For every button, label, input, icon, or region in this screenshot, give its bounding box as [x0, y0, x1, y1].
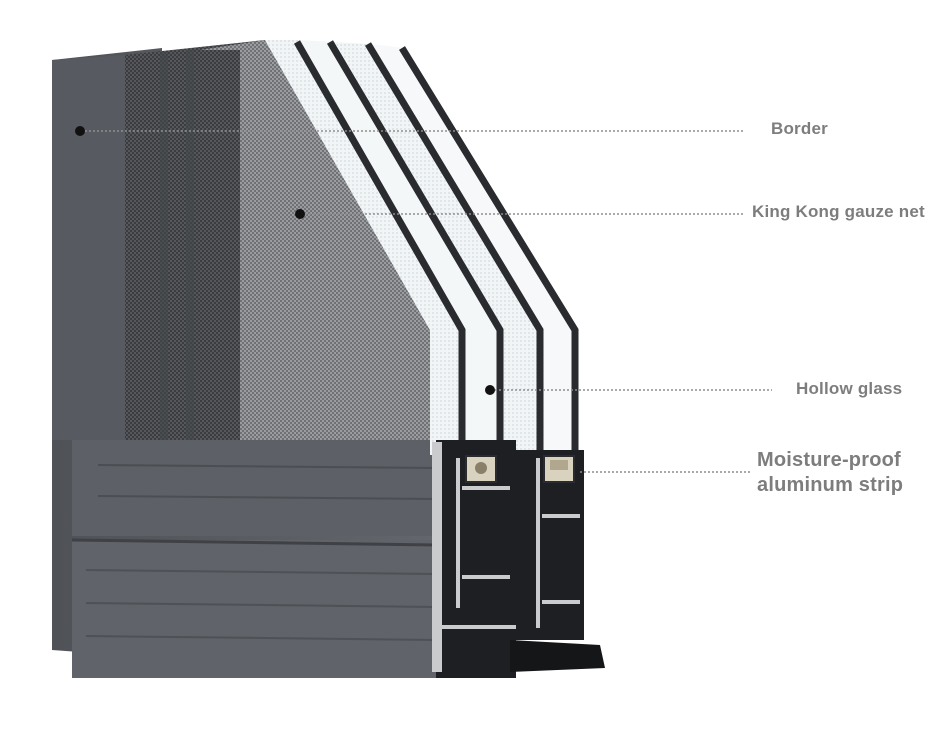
- label-border: Border: [771, 119, 828, 138]
- aluminum-strip: [465, 455, 575, 483]
- gauze-net: [125, 40, 430, 440]
- label-gauze-net: King Kong gauze net: [752, 202, 925, 221]
- label-strip-line2: aluminum strip: [757, 474, 904, 496]
- leader-gauze: [295, 209, 745, 219]
- leader-border: [75, 126, 745, 136]
- leader-glass: [485, 385, 772, 395]
- label-hollow-glass: Hollow glass: [796, 379, 903, 398]
- hollow-glass: [265, 40, 579, 455]
- sash-profile: [432, 440, 605, 678]
- label-strip-line1: Moisture-proof: [757, 449, 901, 471]
